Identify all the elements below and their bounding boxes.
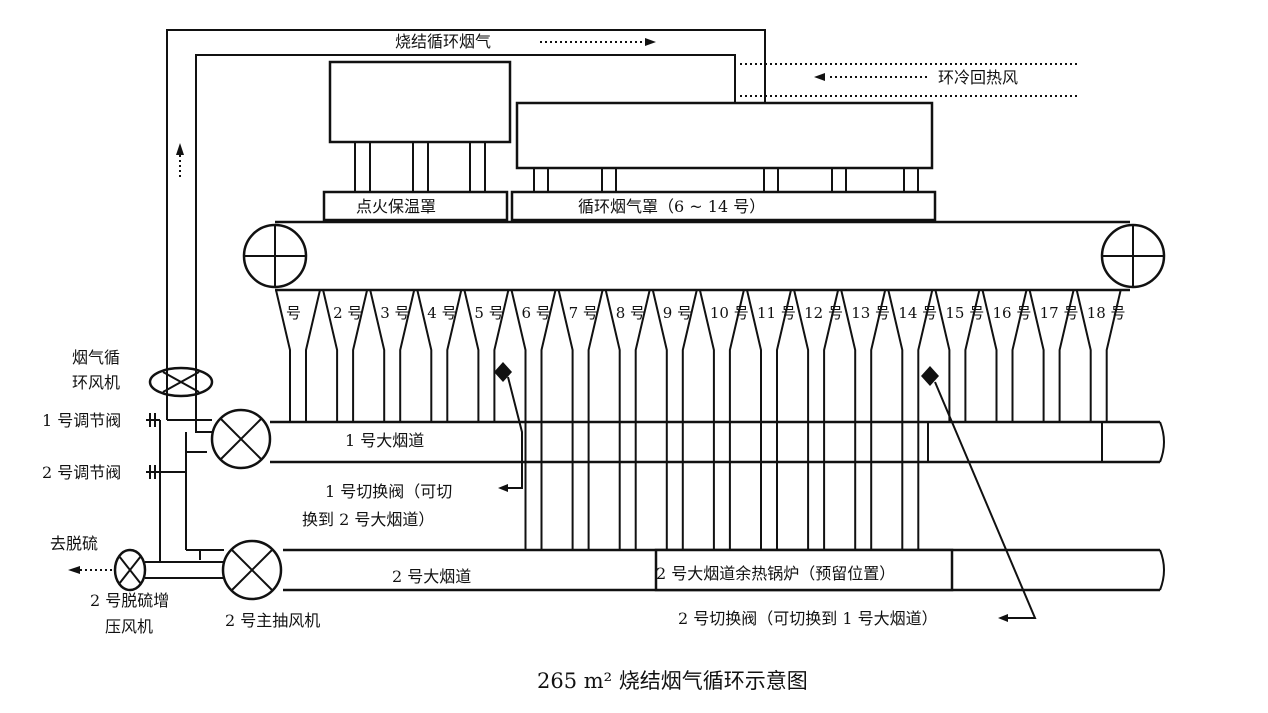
windbox-3: 3 号	[369, 289, 416, 422]
duct-2-label: 2 号大烟道	[392, 567, 471, 586]
windbox-label-3: 3 号	[380, 304, 409, 322]
windbox-10: 10 号	[698, 289, 749, 550]
windbox-label-9: 9 号	[663, 304, 692, 322]
main-fan-2[interactable]	[221, 539, 283, 601]
switch-valve-1[interactable]	[494, 362, 523, 492]
windbox-label-12: 12 号	[804, 304, 843, 322]
circ-fan-label-1: 烟气循	[72, 348, 120, 367]
windbox-label-4: 4 号	[427, 304, 456, 322]
windboxes: 号 2 号 3 号 4 号 5 号 6 号 7 号 8 号 9 号 10 号 11 号 12 号 13 …	[275, 289, 1126, 550]
windbox-7: 7 号	[557, 289, 604, 550]
circulation-hood: 循环烟气罩（6 ~ 14 号）	[510, 101, 937, 222]
circulation-hood-label: 循环烟气罩（6 ~ 14 号）	[578, 197, 765, 216]
windbox-label-7: 7 号	[569, 304, 598, 322]
ignition-hood: 点火保温罩	[322, 60, 512, 222]
circulation-fan[interactable]	[148, 366, 214, 398]
windbox-label-11: 11 号	[757, 304, 796, 322]
windbox-label-16: 16 号	[993, 304, 1032, 322]
windbox-label-5: 5 号	[474, 304, 503, 322]
windbox-label-8: 8 号	[616, 304, 645, 322]
to-desulf-label: 去脱硫	[50, 534, 98, 553]
left-piping	[145, 419, 224, 579]
windbox-label-18: 18 号	[1087, 304, 1126, 322]
valve-2-label: 2 号调节阀	[42, 463, 121, 482]
windbox-label-17: 17 号	[1040, 304, 1079, 322]
windbox-8: 8 号	[604, 289, 651, 550]
flow-arrows	[68, 38, 1080, 574]
windbox-label-13: 13 号	[851, 304, 890, 322]
main-duct-1: 1 号大烟道	[270, 420, 1165, 464]
windbox-17: 17 号	[1028, 289, 1079, 422]
windbox-18: 18 号	[1075, 289, 1126, 422]
return-air-label: 环冷回热风	[938, 68, 1018, 87]
booster-label-2: 压风机	[105, 617, 153, 636]
windbox-14: 14 号	[887, 289, 937, 550]
recirculation-duct	[166, 29, 766, 420]
boiler-label: 2 号大烟道余热锅炉（预留位置）	[656, 564, 895, 583]
windbox-label-2: 2 号	[333, 304, 362, 322]
booster-label-1: 2 号脱硫增	[90, 591, 169, 610]
valve-1-label: 1 号调节阀	[42, 411, 121, 430]
windbox-11: 11 号	[746, 289, 796, 550]
windbox-13: 13 号	[840, 289, 890, 550]
switch-valve-2[interactable]	[921, 366, 1037, 622]
windbox-4: 4 号	[416, 289, 463, 422]
flow-title: 烧结循环烟气	[395, 32, 491, 51]
windbox-label-14: 14 号	[898, 304, 937, 322]
windbox-1: 号	[275, 289, 321, 422]
windbox-15: 15 号	[934, 289, 984, 422]
switch-2-label: 2 号切换阀（可切换到 1 号大烟道）	[678, 609, 938, 628]
switch-1-label-a: 1 号切换阀（可切	[325, 482, 452, 501]
valve-2[interactable]	[149, 465, 156, 479]
booster-fan[interactable]	[113, 548, 147, 592]
ignition-hood-label: 点火保温罩	[356, 197, 436, 216]
windbox-label-10: 10 号	[710, 304, 749, 322]
main-duct-2: 2 号大烟道 2 号大烟道余热锅炉（预留位置）	[283, 548, 1165, 592]
main-fan-1[interactable]	[210, 408, 272, 470]
windbox-9: 9 号	[651, 289, 698, 550]
windbox-5: 5 号	[463, 289, 510, 422]
windbox-6: 6 号	[510, 289, 557, 550]
duct-1-label: 1 号大烟道	[345, 431, 424, 450]
windbox-16: 16 号	[981, 289, 1032, 422]
windbox-label-1: 号	[286, 304, 301, 322]
switch-1-label-b: 换到 2 号大烟道）	[302, 510, 434, 529]
sinter-strand	[242, 220, 1166, 292]
main-fan-2-label: 2 号主抽风机	[225, 611, 320, 630]
valve-1[interactable]	[149, 413, 156, 427]
circ-fan-label-2: 环风机	[72, 373, 120, 392]
windbox-label-6: 6 号	[522, 304, 551, 322]
windbox-label-15: 15 号	[945, 304, 984, 322]
windbox-2: 2 号	[322, 289, 369, 422]
caption: 265 m² 烧结烟气循环示意图	[537, 669, 808, 693]
windbox-12: 12 号	[793, 289, 843, 550]
